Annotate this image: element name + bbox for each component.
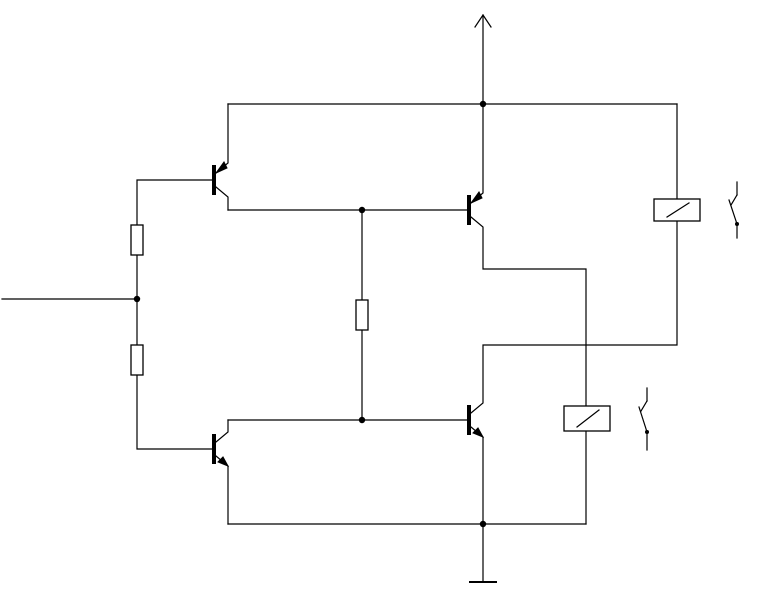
supply-arrow: [227, 13, 678, 200]
relay-contact-k2-pivot: [645, 430, 649, 434]
junction-supply: [479, 100, 487, 108]
relay-k2-coil: [563, 405, 611, 432]
transistor-q4: [467, 220, 678, 525]
input-divider: [130, 179, 213, 450]
resistor-r2: [130, 344, 144, 376]
relay-contact-k1: [728, 181, 739, 239]
transistor-q2: [212, 419, 230, 525]
ground-symbol: [227, 520, 587, 583]
resistor-r3: [355, 299, 369, 331]
relay-k1: [653, 198, 701, 222]
junction-lower-mid: [358, 416, 366, 424]
transistor-q1: [212, 103, 229, 211]
junction-ground: [479, 520, 487, 528]
resistor-r1: [130, 224, 144, 256]
relay-k2: [563, 405, 611, 525]
middle-network: [227, 206, 468, 424]
transistor-q3: [467, 103, 587, 407]
junction-input: [133, 295, 141, 303]
junction-upper-mid: [358, 206, 366, 214]
relay-contact-k1-pivot: [735, 222, 739, 226]
relay-contact-k2: [638, 387, 649, 451]
